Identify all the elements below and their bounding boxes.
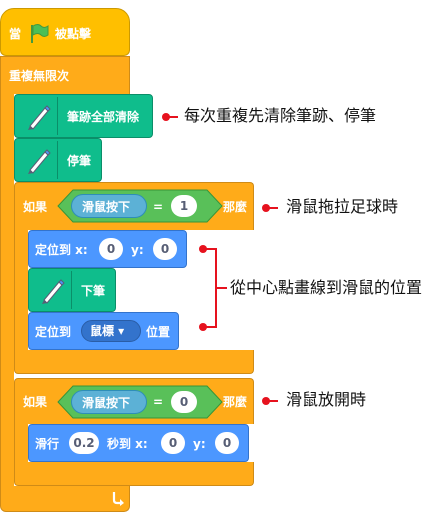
- if-label: 如果: [23, 395, 48, 409]
- if-label: 如果: [23, 200, 48, 214]
- pen-down-label: 下筆: [81, 284, 106, 298]
- hat-when-label: 當: [9, 27, 22, 41]
- x-input[interactable]: 0: [161, 432, 185, 454]
- equals-sign: =: [153, 395, 164, 409]
- mouse-down-label: 滑鼠按下: [82, 200, 131, 214]
- glide-to-xy-block[interactable]: 滑行 0.2 秒到 x: 0 y: 0: [28, 424, 249, 462]
- annotation-2: 滑鼠拖拉足球時: [286, 197, 399, 216]
- go-to-label: 定位到: [35, 325, 72, 339]
- pen-up-block[interactable]: 停筆: [14, 138, 102, 182]
- compare-value-input[interactable]: 0: [171, 391, 197, 413]
- equals-sign: =: [153, 200, 164, 214]
- y-label: y:: [193, 437, 206, 451]
- mouse-pointer-dropdown[interactable]: 鼠標 ▾: [81, 320, 141, 342]
- y-input[interactable]: 0: [153, 238, 177, 260]
- if-block-2-arm: [14, 424, 28, 462]
- if-block-1-bottom: [14, 350, 254, 374]
- annotation-3-dot-bottom: [199, 323, 207, 331]
- green-flag-icon: [31, 24, 49, 43]
- forever-block-arm: [0, 94, 14, 486]
- annotation-4: 滑鼠放開時: [286, 390, 367, 409]
- go-to-x-label: 定位到 x:: [35, 243, 88, 257]
- position-label: 位置: [146, 325, 171, 339]
- annotation-3: 從中心點畫線到滑鼠的位置: [230, 278, 423, 297]
- forever-label: 重複無限次: [9, 69, 70, 83]
- mouse-pointer-dropdown-label: 鼠標 ▾: [90, 324, 125, 338]
- pen-extension-icon: [31, 271, 72, 309]
- y-input[interactable]: 0: [215, 432, 239, 454]
- go-to-mouse-block[interactable]: 定位到 鼠標 ▾ 位置: [28, 312, 179, 350]
- pen-clear-block[interactable]: 筆跡全部清除: [14, 94, 153, 138]
- annotation-1-connector: [164, 116, 178, 118]
- annotation-2-dot: [262, 204, 270, 212]
- compare-value-input[interactable]: 1: [171, 195, 197, 217]
- annotation-2-connector: [264, 207, 278, 209]
- glide-seconds-input[interactable]: 0.2: [69, 432, 99, 454]
- if-block-1-top[interactable]: 如果 滑鼠按下 = 1 那麼: [14, 182, 254, 230]
- forever-block-bottom[interactable]: [0, 486, 130, 512]
- go-to-xy-block[interactable]: 定位到 x: 0 y: 0: [28, 230, 187, 268]
- seconds-to-x-label: 秒到 x:: [107, 437, 148, 451]
- pen-extension-icon: [17, 141, 58, 179]
- pen-extension-icon: [17, 97, 58, 135]
- pen-up-label: 停筆: [67, 154, 92, 168]
- loop-arrow-icon: [112, 492, 124, 506]
- mouse-down-label: 滑鼠按下: [82, 396, 131, 410]
- mouse-down-sensing-reporter[interactable]: 滑鼠按下: [71, 194, 147, 218]
- pen-down-block[interactable]: 下筆: [28, 268, 116, 312]
- if-block-1-arm: [14, 230, 28, 350]
- mouse-down-sensing-reporter[interactable]: 滑鼠按下: [71, 390, 147, 414]
- if-block-2-top[interactable]: 如果 滑鼠按下 = 0 那麼: [14, 378, 254, 424]
- annotation-3-bracket-bottom: [203, 326, 217, 328]
- if-block-2-bottom: [14, 462, 254, 486]
- annotation-1-dot: [162, 113, 170, 121]
- then-label: 那麼: [223, 395, 248, 409]
- annotation-3-bracket-top: [203, 248, 217, 250]
- forever-block-top[interactable]: 重複無限次: [0, 56, 130, 94]
- annotation-3-connector: [215, 287, 227, 289]
- annotation-4-dot: [262, 397, 270, 405]
- annotation-4-connector: [264, 400, 278, 402]
- when-flag-clicked-hat-block[interactable]: 當 被點擊: [0, 8, 130, 56]
- pen-clear-label: 筆跡全部清除: [67, 110, 140, 124]
- glide-label: 滑行: [35, 437, 60, 451]
- annotation-1: 每次重複先清除筆跡、停筆: [184, 106, 377, 125]
- hat-clicked-label: 被點擊: [55, 27, 92, 41]
- x-input[interactable]: 0: [99, 238, 123, 260]
- then-label: 那麼: [223, 200, 248, 214]
- y-label: y:: [131, 243, 144, 257]
